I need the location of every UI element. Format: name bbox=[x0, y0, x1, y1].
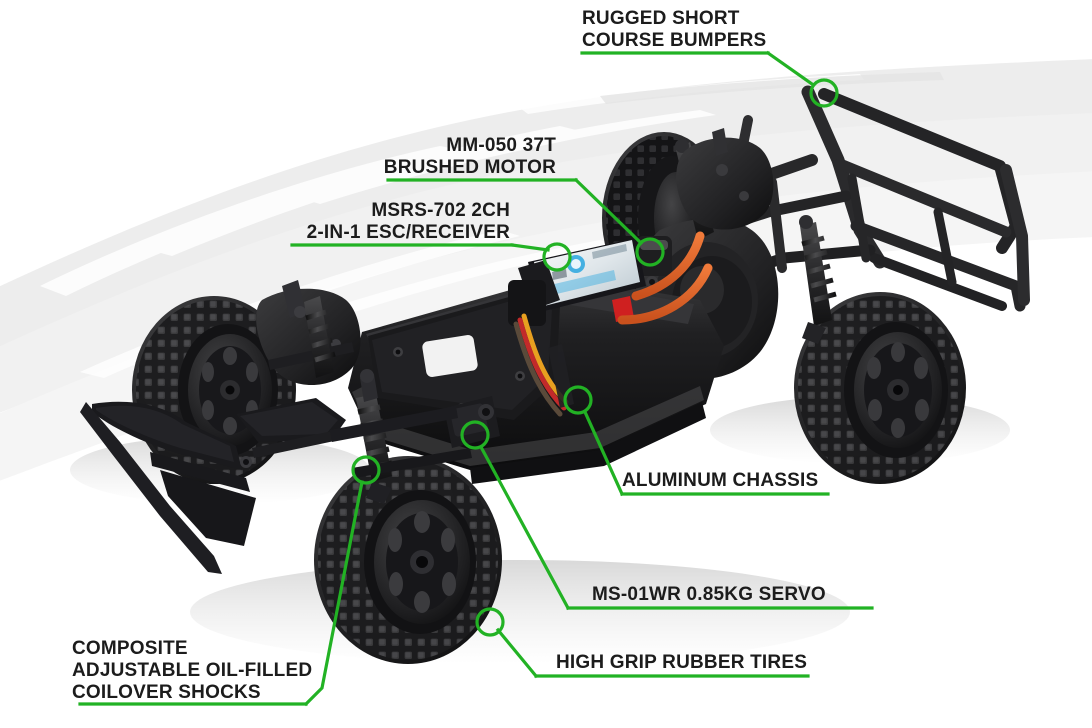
rim-rear-left bbox=[374, 500, 470, 624]
front-suspension bbox=[236, 280, 361, 458]
callout-label-line: BRUSHED MOTOR bbox=[383, 157, 556, 178]
callout-leader-line bbox=[573, 177, 644, 246]
callout-shocks bbox=[78, 455, 381, 707]
callout-marker-ring[interactable] bbox=[563, 385, 593, 415]
callout-label-line: COILOVER SHOCKS bbox=[72, 682, 261, 703]
front-bumper bbox=[80, 401, 256, 574]
wheel-rear-left bbox=[314, 456, 502, 664]
callout-esc-receiver bbox=[290, 242, 572, 272]
callout-leader-line bbox=[765, 50, 815, 87]
callout-label-servo: MS-01WR 0.85KG SERVO bbox=[592, 584, 826, 606]
callout-bumpers bbox=[580, 50, 839, 108]
callout-chassis bbox=[563, 385, 830, 497]
callout-label-line: 2-IN-1 ESC/RECEIVER bbox=[306, 222, 510, 243]
callout-servo bbox=[460, 420, 874, 611]
callout-marker-ring[interactable] bbox=[475, 607, 505, 637]
callout-leader-line bbox=[582, 409, 625, 497]
callout-marker-ring[interactable] bbox=[809, 78, 839, 108]
wheel-front-right bbox=[794, 292, 966, 484]
callout-label-line: ADJUSTABLE OIL-FILLED bbox=[72, 660, 313, 681]
orange-cables bbox=[617, 231, 713, 325]
callout-label-line: MM-050 37T bbox=[446, 135, 556, 156]
callout-leader-line bbox=[478, 444, 571, 611]
driveshaft-links bbox=[330, 406, 472, 478]
callout-marker-ring[interactable] bbox=[351, 455, 381, 485]
rim-front-right bbox=[854, 332, 942, 448]
callout-label-line: ALUMINUM CHASSIS bbox=[622, 470, 819, 491]
callout-leader-line bbox=[510, 243, 550, 252]
shock-rear-left bbox=[799, 215, 837, 344]
callout-marker-ring[interactable] bbox=[542, 242, 572, 272]
callout-label-line: COMPOSITE bbox=[72, 638, 188, 659]
callout-leader-line bbox=[495, 627, 539, 679]
callout-label-line: COURSE BUMPERS bbox=[582, 30, 767, 51]
callout-label-line: MSRS-702 2CH bbox=[371, 200, 510, 221]
callout-label-line: HIGH GRIP RUBBER TIRES bbox=[556, 652, 808, 673]
callout-label-line: RUGGED SHORT bbox=[582, 8, 740, 29]
callout-label-tires: HIGH GRIP RUBBER TIRES bbox=[556, 652, 807, 674]
esc-receiver-unit bbox=[508, 231, 713, 417]
shock-front-right bbox=[304, 296, 336, 378]
callout-motor bbox=[386, 177, 665, 267]
callout-label-line: MS-01WR 0.85KG SERVO bbox=[592, 584, 826, 605]
steering-servo bbox=[444, 396, 500, 448]
rear-shock-tower bbox=[676, 128, 774, 230]
callout-marker-ring[interactable] bbox=[460, 420, 490, 450]
callout-marker-ring[interactable] bbox=[635, 237, 665, 267]
callout-label-chassis: ALUMINUM CHASSIS bbox=[622, 470, 818, 492]
callout-tires bbox=[475, 607, 810, 679]
callout-leader-line bbox=[303, 480, 364, 707]
